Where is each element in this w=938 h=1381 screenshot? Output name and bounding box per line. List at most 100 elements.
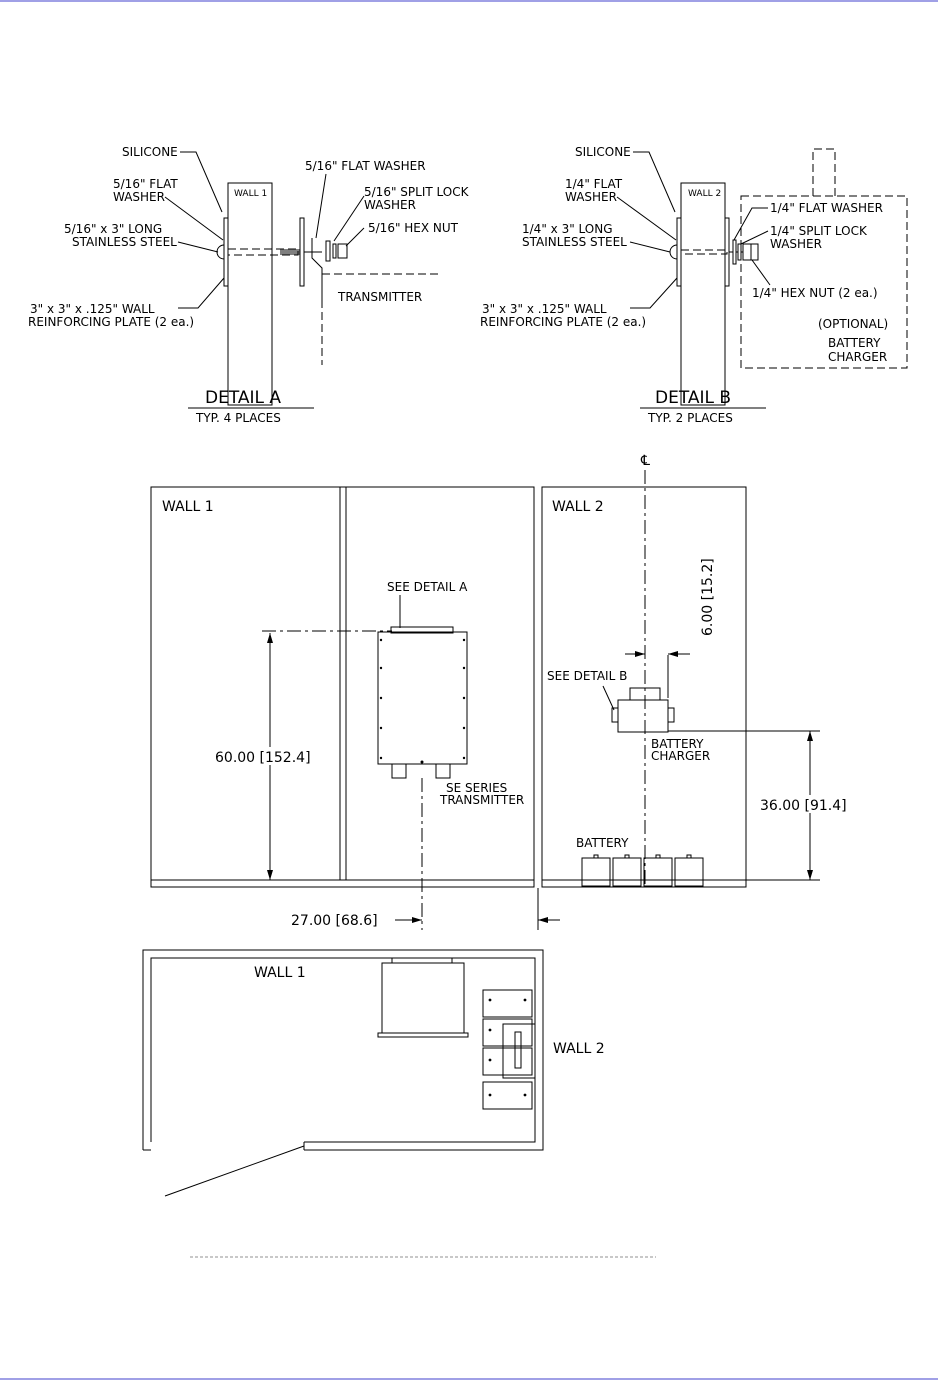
detail-b: WALL 2 SILICONE 1/4" FLAT WASHER 1/4" x …	[480, 145, 908, 425]
detail-b-flat-washer-right	[732, 239, 737, 265]
plan-transmitter-mount	[391, 957, 453, 964]
screw-dot	[462, 726, 466, 730]
detail-b-split-lock-leader	[740, 230, 769, 245]
see-detail-a-label: SEE DETAIL A	[387, 580, 468, 594]
plan-charger-body	[502, 1023, 536, 1079]
charger-handle	[629, 687, 661, 700]
screw-dot	[462, 696, 466, 700]
plan-door-swing	[164, 1145, 305, 1197]
screw-dot	[379, 666, 383, 670]
detail-b-split-lock-label-2: WASHER	[770, 237, 822, 251]
dim-27-arrow-left	[412, 917, 422, 923]
detail-a-plate-label-2: REINFORCING PLATE (2 ea.)	[28, 315, 194, 329]
screw-dot	[420, 760, 424, 764]
dim-6-arrow-right	[668, 651, 678, 657]
detail-a-plate-leader	[178, 277, 225, 309]
transmitter-body	[377, 631, 468, 765]
detail-b-hex-nut-leader	[751, 259, 771, 286]
detail-b-silicone-label: SILICONE	[575, 145, 631, 159]
dim-36-label: 36.00 [91.4]	[760, 798, 847, 814]
detail-a-wall-label: WALL 1	[234, 189, 267, 199]
detail-b-flat-washer-left-2: WASHER	[565, 190, 617, 204]
dim-60-arrow-top	[267, 633, 273, 643]
detail-b-bolt-leader	[629, 241, 671, 253]
detail-b-charger-outline	[740, 195, 908, 369]
screw-dot	[462, 666, 466, 670]
detail-a-bolt-head	[216, 244, 225, 260]
dim-60-label: 60.00 [152.4]	[215, 750, 311, 766]
detail-a-flat-washer-left-2: WASHER	[113, 190, 165, 204]
plan-battery	[482, 1047, 533, 1076]
detail-b-wall	[680, 182, 726, 406]
battery-terminal	[655, 854, 661, 859]
detail-a-subtitle: TYP. 4 PLACES	[195, 411, 281, 425]
detail-a-reinforcing-plate-left	[223, 217, 229, 287]
detail-b-bolt-label-2: STAINLESS STEEL	[522, 235, 627, 249]
charger-label-1: BATTERY	[651, 737, 704, 751]
detail-b-split-lock-label-1: 1/4" SPLIT LOCK	[770, 224, 868, 238]
charger-body	[617, 699, 669, 733]
elevation-view: WALL 1 WALL 2 SEE DETAIL A SE SERIES TRA…	[150, 453, 865, 930]
plan-battery-terminal	[488, 1028, 492, 1032]
plan-battery-terminal	[488, 1093, 492, 1097]
detail-a-bolt-label-2: STAINLESS STEEL	[72, 235, 177, 249]
detail-b-charger-label-2: BATTERY	[828, 336, 881, 350]
plan-transmitter-body	[381, 962, 465, 1034]
detail-a-transmitter-flange	[311, 238, 323, 300]
dim-6-arrow-left	[635, 651, 645, 657]
elevation-battery-charger	[611, 687, 675, 733]
detail-b-silicone-leader	[633, 151, 676, 213]
detail-b-hex-nut-label: 1/4" HEX NUT (2 ea.)	[752, 286, 878, 300]
see-detail-b-label: SEE DETAIL B	[547, 669, 627, 683]
elevation-wall-1-label: WALL 1	[162, 499, 214, 515]
see-detail-b-leader	[602, 685, 615, 711]
battery-terminal	[624, 854, 630, 859]
plan-room-inner-wall	[150, 957, 536, 1143]
transmitter-foot-left	[391, 763, 407, 779]
elevation-wall-2	[541, 486, 747, 888]
transmitter-label-1: SE SERIES	[446, 781, 507, 795]
detail-b-flat-washer-left-1: 1/4" FLAT	[565, 177, 623, 191]
elevation-wall-2-label: WALL 2	[552, 499, 604, 515]
transmitter-foot-right	[435, 763, 451, 779]
bottom-border-rule	[0, 1378, 938, 1380]
plan-battery	[482, 989, 533, 1018]
dim-27-label: 27.00 [68.6]	[291, 913, 378, 929]
detail-b-reinforcing-plate-left	[676, 217, 682, 287]
detail-b-flat-washer-leader	[616, 196, 677, 241]
detail-a-hex-nut-label: 5/16" HEX NUT	[368, 221, 459, 235]
screw-dot	[462, 756, 466, 760]
detail-a-hex-nut-leader	[345, 227, 365, 247]
detail-b-hex-nut-1	[742, 243, 752, 261]
plan-charger-handle	[514, 1031, 522, 1069]
plan-transmitter-base	[377, 1032, 469, 1038]
detail-a-title: DETAIL A	[205, 388, 281, 408]
screw-dot	[379, 638, 383, 642]
detail-b-bolt-label-1: 1/4" x 3" LONG	[522, 222, 613, 236]
dim-36-label-bg	[757, 795, 865, 813]
plan-battery	[482, 1018, 533, 1047]
plan-battery-terminal	[488, 998, 492, 1002]
charger-side-bracket-right	[667, 707, 675, 723]
battery-cell	[643, 857, 673, 887]
plan-view: WALL 1 WALL 2	[142, 949, 605, 1197]
detail-b-charger-label-3: CHARGER	[828, 350, 887, 364]
dim-6-label: 6.00 [15.2]	[700, 558, 716, 636]
detail-a-reinforcing-plate-right	[299, 217, 305, 287]
transmitter-label-2: TRANSMITTER	[439, 793, 524, 807]
dim-36-arrow-top	[807, 731, 813, 741]
detail-b-charger-handle-outline	[812, 148, 836, 196]
plan-battery	[482, 1081, 533, 1110]
detail-b-plate-label-1: 3" x 3" x .125" WALL	[482, 302, 607, 316]
detail-b-bolt-through-wall	[680, 249, 728, 255]
battery-label: BATTERY	[576, 836, 629, 850]
charger-label-2: CHARGER	[651, 749, 710, 763]
screw-dot	[462, 638, 466, 642]
battery-cell	[674, 857, 704, 887]
detail-a-transmitter-label: TRANSMITTER	[337, 290, 422, 304]
detail-a-flat-washer-right	[325, 240, 331, 262]
detail-a-flat-washer-right-label: 5/16" FLAT WASHER	[305, 159, 426, 173]
detail-b-charger-label-1: (OPTIONAL)	[818, 317, 888, 331]
plan-battery-terminal	[523, 1093, 527, 1097]
